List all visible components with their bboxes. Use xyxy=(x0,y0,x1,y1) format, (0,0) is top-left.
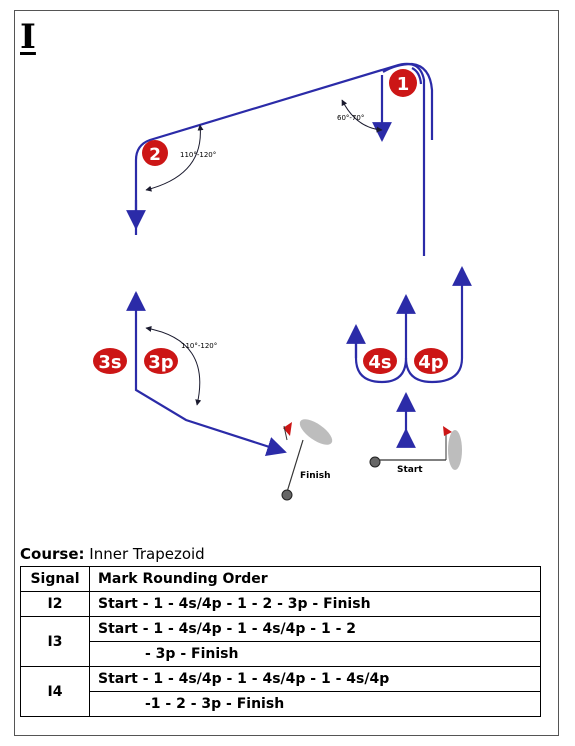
table-row-continued: -1 - 2 - 3p - Finish xyxy=(21,691,541,717)
mark-2: 2 xyxy=(142,140,168,166)
course-lines-upper xyxy=(126,62,434,256)
angle-label-mark3: 110°-120° xyxy=(181,342,217,350)
finish-buoy-icon xyxy=(281,489,293,501)
table-row-continued: - 3p - Finish xyxy=(21,641,541,667)
start-buoy-icon xyxy=(369,456,381,468)
mark-4p: 4p xyxy=(414,348,448,374)
order-cell-continued: -1 - 2 - 3p - Finish xyxy=(89,691,541,717)
angle-arc-mark3 xyxy=(145,326,202,406)
header-mark-rounding-order: Mark Rounding Order xyxy=(89,566,541,592)
header-signal: Signal xyxy=(20,566,90,592)
signal-cell: I2 xyxy=(20,591,90,617)
mark-3p-label: 3p xyxy=(148,352,174,373)
angle-indicators xyxy=(145,99,383,406)
gate-4p-track xyxy=(404,266,472,384)
angle-arc-mark1 xyxy=(341,99,383,133)
table-row: I2 Start - 1 - 4s/4p - 1 - 2 - 3p - Fini… xyxy=(20,591,541,617)
order-cell-continued: - 3p - Finish xyxy=(89,641,541,667)
mark-3p: 3p xyxy=(144,348,178,374)
finish-flag-icon xyxy=(283,422,292,436)
angle-label-mark1: 60°-70° xyxy=(337,114,364,122)
mark-4s-label: 4s xyxy=(368,352,391,373)
course-caption-label: Course: xyxy=(20,545,85,563)
mark-2-label: 2 xyxy=(149,145,161,165)
angle-arc-mark2 xyxy=(145,124,204,192)
mark-4s: 4s xyxy=(363,348,397,374)
signal-cell: I3 xyxy=(20,616,90,667)
course-lines-lower xyxy=(126,266,472,456)
mark-3s: 3s xyxy=(93,348,127,374)
mark1-inner-track xyxy=(382,62,434,140)
finish-label: Finish xyxy=(300,471,331,481)
course-caption: Course: Inner Trapezoid xyxy=(20,545,205,563)
start-flag-icon xyxy=(443,426,452,436)
finish-line: Finish xyxy=(281,419,333,501)
angle-label-mark2: 110°-120° xyxy=(180,151,216,159)
table-row: I3 Start - 1 - 4s/4p - 1 - 4s/4p - 1 - 2 xyxy=(20,616,541,667)
mark-4p-label: 4p xyxy=(418,352,444,373)
order-cell: Start - 1 - 4s/4p - 1 - 4s/4p - 1 - 2 xyxy=(89,616,541,642)
order-cell: Start - 1 - 4s/4p - 1 - 4s/4p - 1 - 4s/4… xyxy=(89,666,541,692)
reach-leg-2-to-1 xyxy=(134,62,426,256)
start-boat-hull xyxy=(448,430,462,470)
page-letter: I xyxy=(20,17,36,57)
mark-1-label: 1 xyxy=(397,74,410,95)
table-header-row: Signal Mark Rounding Order xyxy=(20,566,541,592)
start-label: Start xyxy=(397,465,423,475)
mark-3s-label: 3s xyxy=(98,352,121,373)
gate-4-track xyxy=(354,294,416,384)
mark-1: 1 xyxy=(389,69,417,97)
start-line: Start xyxy=(369,426,462,475)
course-caption-value: Inner Trapezoid xyxy=(89,545,205,563)
rounding-order-table: Signal Mark Rounding Order I2 Start - 1 … xyxy=(20,566,541,717)
mark1-rounding xyxy=(411,67,423,85)
signal-cell: I4 xyxy=(20,666,90,717)
order-cell: Start - 1 - 4s/4p - 1 - 2 - 3p - Finish xyxy=(89,591,541,617)
table-row: I4 Start - 1 - 4s/4p - 1 - 4s/4p - 1 - 4… xyxy=(20,666,541,717)
finish-boat-hull xyxy=(299,419,333,445)
